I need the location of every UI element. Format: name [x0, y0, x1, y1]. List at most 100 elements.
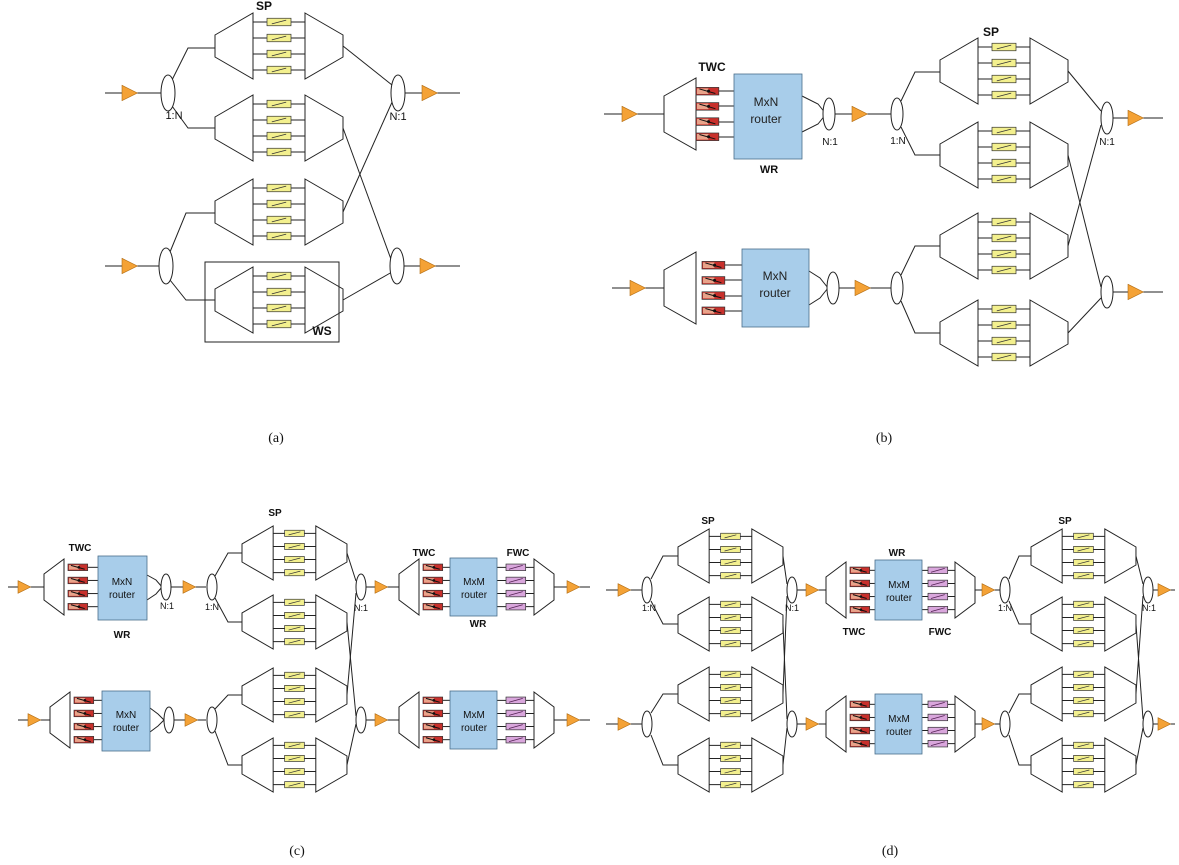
twc-element-icon — [67, 576, 89, 585]
mux-trapezoid — [1029, 37, 1069, 105]
sp-element-icon — [720, 572, 741, 580]
sp-element-icon — [1073, 755, 1094, 762]
connection-line — [342, 127, 393, 263]
twc-element-icon — [422, 696, 444, 704]
amplifier-icon — [629, 279, 647, 297]
connection-line — [1067, 297, 1102, 334]
coupler-ellipse — [163, 706, 175, 734]
demux-trapezoid — [49, 691, 71, 749]
amplifier-icon — [27, 713, 42, 727]
twc-element-icon — [695, 87, 720, 96]
twc-element-icon — [849, 606, 871, 614]
fwc-element-icon — [505, 576, 527, 585]
sp-element-icon — [284, 612, 305, 619]
demux-trapezoid — [663, 77, 697, 151]
twc-element-icon — [422, 709, 444, 718]
comb-ratio-label: N:1 — [1142, 603, 1156, 613]
amplifier-icon — [617, 583, 632, 597]
caption-c: (c) — [289, 844, 305, 859]
amplifier-icon — [419, 257, 437, 275]
amplifier-icon — [182, 580, 197, 594]
connection-line — [808, 287, 829, 306]
coupler-ellipse — [158, 247, 174, 285]
fwc-element-icon — [927, 579, 949, 588]
coupler-ellipse — [1142, 576, 1154, 604]
sp-element-icon — [266, 183, 292, 193]
connection-line — [169, 212, 215, 253]
sp-element-icon — [266, 49, 292, 59]
mux-trapezoid — [304, 266, 344, 334]
comb-ratio-label: N:1 — [785, 603, 799, 613]
sp-element-icon — [284, 685, 305, 692]
split-ratio-label: 1:N — [642, 603, 656, 613]
sp-element-icon — [1073, 559, 1094, 566]
sp-element-icon — [266, 215, 292, 225]
demux-trapezoid — [825, 561, 847, 619]
connection-line — [1008, 734, 1031, 766]
comb-ratio-label: N:1 — [1099, 137, 1115, 148]
demux-trapezoid — [825, 695, 847, 753]
connection-line — [650, 555, 678, 580]
sp-element-icon — [284, 671, 305, 679]
fwc-label: FWC — [929, 627, 952, 638]
split-ratio-label: 1:N — [998, 603, 1012, 613]
sp-element-icon — [284, 638, 305, 646]
router-label-line2: router — [886, 593, 913, 604]
sp-element-icon — [1073, 741, 1094, 749]
amplifier-icon — [854, 279, 872, 297]
sp-element-icon — [1073, 640, 1094, 648]
twc-element-icon — [422, 576, 444, 585]
twc-element-icon — [422, 736, 444, 744]
mux-trapezoid — [1029, 299, 1069, 367]
twc-element-icon — [695, 102, 720, 111]
sp-label: SP — [701, 516, 715, 527]
twc-element-icon — [67, 603, 89, 611]
connection-line — [900, 126, 940, 156]
sp-element-icon — [266, 115, 292, 125]
router-block — [449, 557, 498, 617]
sp-element-icon — [284, 625, 305, 632]
demux-trapezoid — [398, 558, 420, 616]
amplifier-icon — [617, 717, 632, 731]
fwc-element-icon — [927, 606, 949, 614]
twc-element-icon — [849, 740, 871, 748]
sp-element-icon — [991, 217, 1017, 227]
sp-element-icon — [991, 42, 1017, 52]
demux-trapezoid — [214, 12, 254, 80]
caption-d: (d) — [882, 844, 899, 859]
coupler-ellipse — [826, 271, 840, 305]
sp-element-icon — [720, 627, 741, 634]
mux-trapezoid — [533, 558, 555, 616]
connection-line — [650, 600, 678, 625]
connection-line — [1008, 693, 1031, 714]
sp-element-icon — [284, 556, 305, 563]
demux-trapezoid — [677, 666, 710, 722]
twc-element-icon — [73, 736, 95, 744]
sp-label: SP — [268, 508, 282, 519]
caption-a: (a) — [268, 431, 284, 446]
mux-trapezoid — [751, 528, 784, 584]
connection-line — [801, 113, 827, 133]
sp-element-icon — [1073, 600, 1094, 608]
sp-element-icon — [284, 768, 305, 775]
connection-line — [342, 45, 393, 86]
demux-trapezoid — [677, 737, 710, 793]
router-label-line2: router — [113, 723, 140, 734]
sp-element-icon — [720, 741, 741, 749]
mux-trapezoid — [315, 594, 348, 650]
amplifier-icon — [851, 105, 869, 123]
coupler-ellipse — [206, 573, 218, 601]
router-label-line2: router — [109, 590, 136, 601]
sp-element-icon — [1073, 768, 1094, 775]
connection-lines — [8, 21, 1175, 786]
connection-line — [146, 574, 163, 588]
coupler-ellipse — [641, 710, 653, 738]
sp-element-icon — [1073, 670, 1094, 678]
connection-line — [1067, 70, 1102, 112]
amplifier-icon — [121, 84, 139, 102]
demux-trapezoid — [241, 594, 274, 650]
mux-trapezoid — [1104, 596, 1137, 652]
coupler-ellipse — [206, 706, 218, 734]
fwc-element-icon — [927, 592, 949, 601]
